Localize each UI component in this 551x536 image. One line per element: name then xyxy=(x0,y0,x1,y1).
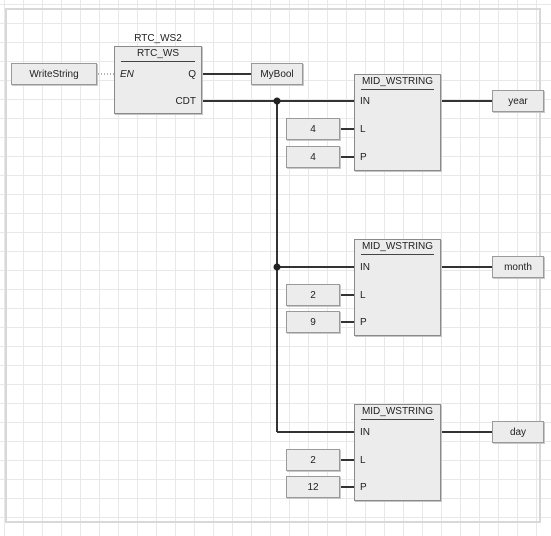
pin-p[interactable]: P xyxy=(360,482,367,493)
constant-p[interactable]: 4 xyxy=(286,146,340,168)
fb-instance-name[interactable]: RTC_WS2 xyxy=(134,33,182,44)
mid-wstring-block[interactable]: MID_WSTRING IN L P xyxy=(354,239,441,336)
variable-label: WriteString xyxy=(29,68,79,80)
variable-label: day xyxy=(509,426,527,438)
fb-type-name: MID_WSTRING xyxy=(361,75,434,90)
pin-l[interactable]: L xyxy=(360,290,366,301)
constant-value: 2 xyxy=(310,289,316,301)
junction-dot xyxy=(273,263,281,271)
pin-cdt[interactable]: CDT xyxy=(175,96,196,107)
output-variable-year[interactable]: year xyxy=(492,90,544,112)
variable-label: year xyxy=(508,95,528,107)
output-variable-month[interactable]: month xyxy=(492,256,544,278)
pin-in[interactable]: IN xyxy=(360,427,370,438)
constant-l[interactable]: 2 xyxy=(286,284,340,306)
constant-value: 12 xyxy=(307,481,319,493)
mid-wstring-block[interactable]: MID_WSTRING IN L P xyxy=(354,74,441,171)
junction-dot xyxy=(273,97,281,105)
pin-l[interactable]: L xyxy=(360,455,366,466)
variable-label: MyBool xyxy=(260,68,294,80)
pin-p[interactable]: P xyxy=(360,317,367,328)
constant-value: 2 xyxy=(310,454,316,466)
output-variable-mybool[interactable]: MyBool xyxy=(251,63,303,85)
constant-value: 9 xyxy=(310,316,316,328)
mid-wstring-block[interactable]: MID_WSTRING IN L P xyxy=(354,404,441,501)
pin-in[interactable]: IN xyxy=(360,96,370,107)
pin-q[interactable]: Q xyxy=(188,69,196,80)
fb-type-name: RTC_WS xyxy=(121,47,195,62)
constant-l[interactable]: 2 xyxy=(286,449,340,471)
fb-type-name: MID_WSTRING xyxy=(361,405,434,420)
pin-p[interactable]: P xyxy=(360,152,367,163)
constant-value: 4 xyxy=(310,151,316,163)
fb-type-name: MID_WSTRING xyxy=(361,240,434,255)
constant-p[interactable]: 12 xyxy=(286,476,340,498)
pin-l[interactable]: L xyxy=(360,124,366,135)
variable-label: month xyxy=(504,261,532,273)
constant-l[interactable]: 4 xyxy=(286,118,340,140)
rtc-ws-block[interactable]: RTC_WS EN Q CDT xyxy=(114,46,202,114)
pin-in[interactable]: IN xyxy=(360,262,370,273)
output-variable-day[interactable]: day xyxy=(492,421,544,443)
input-variable-writestring[interactable]: WriteString xyxy=(11,63,97,85)
pin-en[interactable]: EN xyxy=(120,69,134,80)
constant-p[interactable]: 9 xyxy=(286,311,340,333)
constant-value: 4 xyxy=(310,123,316,135)
